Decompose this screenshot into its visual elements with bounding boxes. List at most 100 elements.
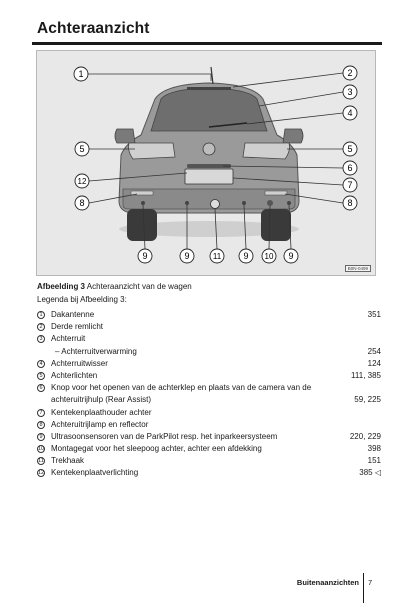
legend-item: 4 Achterruitwisser 124 bbox=[37, 358, 381, 370]
item-page-ref[interactable]: 398 bbox=[367, 444, 381, 454]
item-number: 8 bbox=[37, 420, 45, 429]
tow-hook-shape bbox=[210, 199, 220, 209]
right-mirror-shape bbox=[282, 128, 304, 144]
item-page-ref[interactable]: 124 bbox=[367, 358, 381, 368]
park-sensor-shape bbox=[141, 201, 145, 205]
legend-item: 12 Kentekenplaatverlichting 385 ◁ bbox=[37, 467, 381, 479]
item-page-ref[interactable]: 351 bbox=[367, 310, 381, 319]
callout-label: 8 bbox=[79, 198, 84, 208]
item-number: 3 bbox=[37, 335, 45, 344]
item-page-ref[interactable]: 111, 385 bbox=[351, 370, 381, 380]
rear-window-shape bbox=[150, 87, 268, 132]
item-number: 6 bbox=[37, 384, 45, 393]
item-text: Achterlichten bbox=[51, 370, 98, 380]
callout-label: 9 bbox=[243, 251, 248, 261]
park-sensor-shape bbox=[185, 201, 189, 205]
left-taillight-shape bbox=[128, 142, 176, 160]
figure-code: B0N-0499 bbox=[344, 265, 371, 272]
callout-11: 11 bbox=[209, 248, 225, 264]
item-text: Trekhaak bbox=[51, 456, 85, 466]
rear-wiper-shape bbox=[208, 122, 248, 128]
park-sensor-shape bbox=[287, 201, 291, 205]
callout-label: 5 bbox=[347, 144, 352, 154]
callout-9-d: 9 bbox=[283, 248, 299, 264]
left-mirror-shape bbox=[114, 128, 136, 144]
callout-9-c: 9 bbox=[238, 248, 254, 264]
callout-label: 7 bbox=[347, 180, 352, 190]
item-text: Achteruitrijlamp en reflector bbox=[51, 419, 149, 429]
legend-item: 6 Knop voor het openen van de achterklep… bbox=[37, 382, 381, 406]
towing-eye-cover-shape bbox=[267, 200, 273, 206]
callout-label: 3 bbox=[347, 87, 352, 97]
callout-label: 8 bbox=[347, 198, 352, 208]
legend-heading: Legenda bij Afbeelding 3: bbox=[37, 295, 127, 304]
page-number: 7 bbox=[368, 578, 373, 587]
footer-rule bbox=[363, 573, 364, 603]
legend-item: 9 Ultrasoonsensoren van de ParkPilot res… bbox=[37, 431, 381, 443]
left-reflector-shape bbox=[130, 190, 154, 196]
callout-7: 7 bbox=[342, 177, 358, 193]
license-plate-shape bbox=[184, 168, 234, 185]
brand-emblem bbox=[202, 142, 216, 156]
item-text: Montagegat voor het sleepoog achter, ach… bbox=[51, 444, 262, 454]
right-reflector-shape bbox=[264, 190, 288, 196]
callout-6: 6 bbox=[342, 160, 358, 176]
item-text: Kentekenplaathouder achter bbox=[51, 407, 152, 417]
item-number: 4 bbox=[37, 359, 45, 368]
item-page-ref[interactable]: 254 bbox=[367, 346, 381, 356]
figure-caption: Afbeelding 3 Achteraanzicht van de wagen bbox=[37, 282, 192, 291]
callout-8-right: 8 bbox=[342, 195, 358, 211]
legend-item: 3 Achterruit bbox=[37, 333, 381, 345]
callout-label: 11 bbox=[213, 252, 222, 261]
callout-label: 6 bbox=[347, 163, 352, 173]
callout-label: 12 bbox=[78, 177, 87, 186]
item-page-ref[interactable]: 151 bbox=[367, 456, 381, 466]
callout-4: 4 bbox=[342, 105, 358, 121]
item-page-ref[interactable]: 59, 225 bbox=[354, 395, 381, 405]
legend-item: 10 Montagegat voor het sleepoog achter, … bbox=[37, 443, 381, 455]
tailgate-handle-shape bbox=[187, 164, 231, 168]
footer-section-title: Buitenaanzichten bbox=[296, 578, 359, 587]
callout-label: 9 bbox=[142, 251, 147, 261]
callout-label: 1 bbox=[78, 69, 83, 79]
legend-item: 11 Trekhaak 151 bbox=[37, 455, 381, 467]
callout-1: 1 bbox=[73, 66, 89, 82]
item-text: Kentekenplaatverlichting bbox=[51, 468, 139, 478]
item-number: 7 bbox=[37, 408, 45, 417]
callout-label: 9 bbox=[288, 251, 293, 261]
page-title: Achteraanzicht bbox=[37, 20, 150, 37]
park-sensor-shape bbox=[242, 201, 246, 205]
callout-label: 5 bbox=[79, 144, 84, 154]
callout-12: 12 bbox=[74, 173, 90, 189]
item-text: Dakantenne bbox=[51, 310, 95, 319]
legend-list: 1 Dakantenne 351 2 Derde remlicht 3 Acht… bbox=[37, 309, 381, 480]
caption-text: Achteraanzicht van de wagen bbox=[86, 282, 192, 291]
callout-5-left: 5 bbox=[74, 141, 90, 157]
item-text: Achterruit bbox=[51, 334, 86, 344]
caption-label: Afbeelding 3 bbox=[37, 282, 86, 291]
vehicle-rear-illustration: 1 2 3 4 5 5 6 7 8 8 9 9 11 9 10 9 12 B0N… bbox=[36, 50, 376, 276]
callout-label: 10 bbox=[265, 252, 274, 261]
callout-5-right: 5 bbox=[342, 141, 358, 157]
item-number: 12 bbox=[37, 469, 45, 478]
legend-item: 1 Dakantenne 351 bbox=[37, 309, 381, 321]
callout-label: 4 bbox=[347, 108, 352, 118]
callout-10: 10 bbox=[261, 248, 277, 264]
third-brake-light-shape bbox=[187, 87, 231, 90]
legend-subitem: – Achterruitverwarming 254 bbox=[37, 346, 381, 358]
callout-9-a: 9 bbox=[137, 248, 153, 264]
item-page-ref[interactable]: 385 ◁ bbox=[359, 468, 381, 478]
title-rule bbox=[32, 42, 382, 45]
legend-item: 2 Derde remlicht bbox=[37, 321, 381, 333]
item-page-ref[interactable]: 220, 229 bbox=[349, 431, 381, 441]
item-text: Ultrasoonsensoren van de ParkPilot resp.… bbox=[51, 431, 278, 441]
callout-3: 3 bbox=[342, 84, 358, 100]
roof-antenna-shape bbox=[210, 66, 214, 85]
legend-item: 8 Achteruitrijlamp en reflector bbox=[37, 419, 381, 431]
callout-9-b: 9 bbox=[179, 248, 195, 264]
callout-8-left: 8 bbox=[74, 195, 90, 211]
item-number: 5 bbox=[37, 371, 45, 380]
item-text: Derde remlicht bbox=[51, 322, 104, 332]
left-wheel-shape bbox=[127, 209, 157, 241]
item-number: 1 bbox=[37, 311, 45, 319]
